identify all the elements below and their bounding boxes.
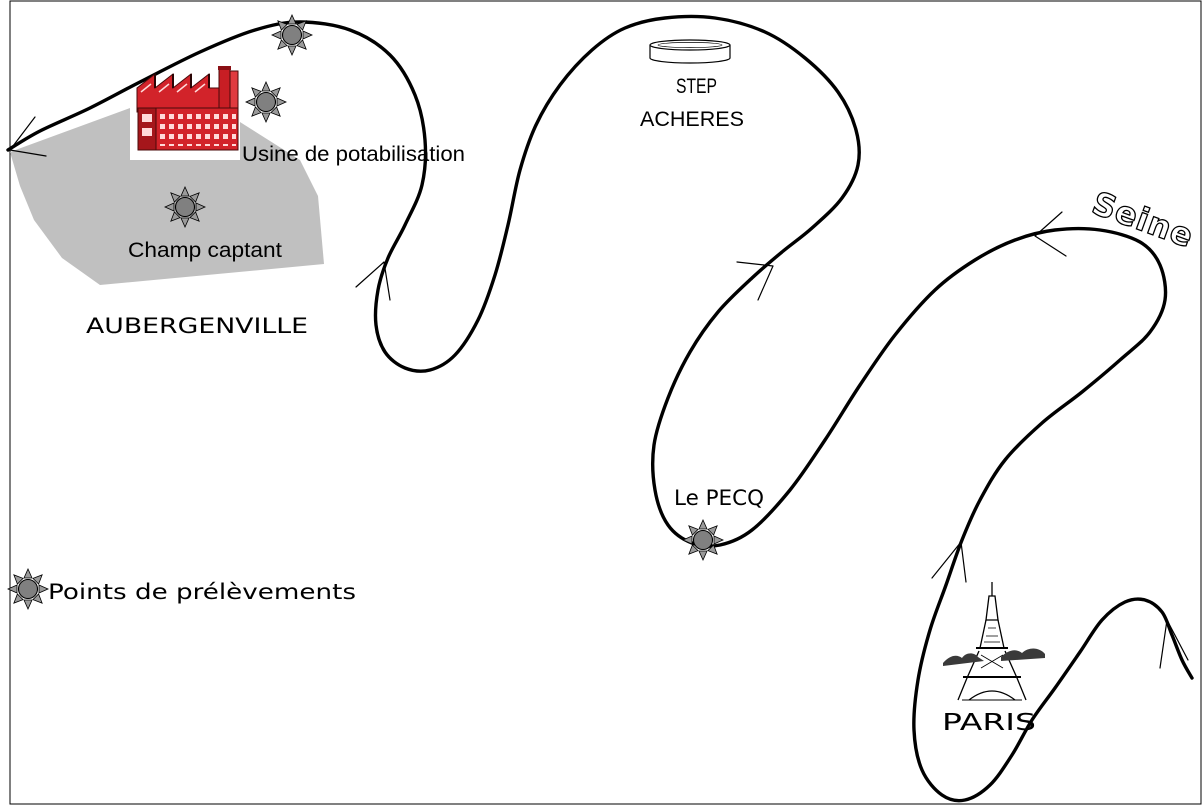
- legend-label: Points de prélèvements: [48, 580, 356, 604]
- sampling-point-icon: [7, 568, 49, 610]
- eiffel-tower-icon: [957, 582, 1027, 701]
- aubergenville-label: AUBERGENVILLE: [86, 314, 308, 338]
- cloud-decoration: [943, 648, 1045, 666]
- map-frame: [9, 0, 1202, 805]
- sampling-point-icon: [271, 14, 313, 56]
- paris-label: PARIS: [942, 710, 1036, 736]
- flow-direction-arrow: [1159, 619, 1189, 669]
- reservoir-icon: [649, 39, 731, 64]
- acheres-label: ACHERES: [640, 108, 744, 131]
- sampling-point-icon: [245, 81, 287, 123]
- flow-direction-arrow: [355, 261, 391, 301]
- legend: Points de prélèvements: [7, 568, 356, 610]
- catchment-field-label: Champ captant: [128, 239, 282, 262]
- flow-direction-arrow: [9, 116, 47, 157]
- water-plant-label: Usine de potabilisation: [242, 143, 465, 166]
- flow-direction-arrow: [736, 261, 774, 301]
- flow-direction-arrow: [931, 541, 967, 583]
- flow-direction-arrow: [1034, 211, 1067, 257]
- sampling-point-icon: [682, 519, 724, 561]
- seine-river-path: [6, 14, 1194, 803]
- step-label: STEP: [676, 75, 717, 98]
- sampling-point-icon: [164, 186, 206, 228]
- le-pecq-label: Le PECQ: [674, 486, 764, 510]
- catchment-field-area: [10, 108, 324, 285]
- factory-icon: [136, 66, 239, 151]
